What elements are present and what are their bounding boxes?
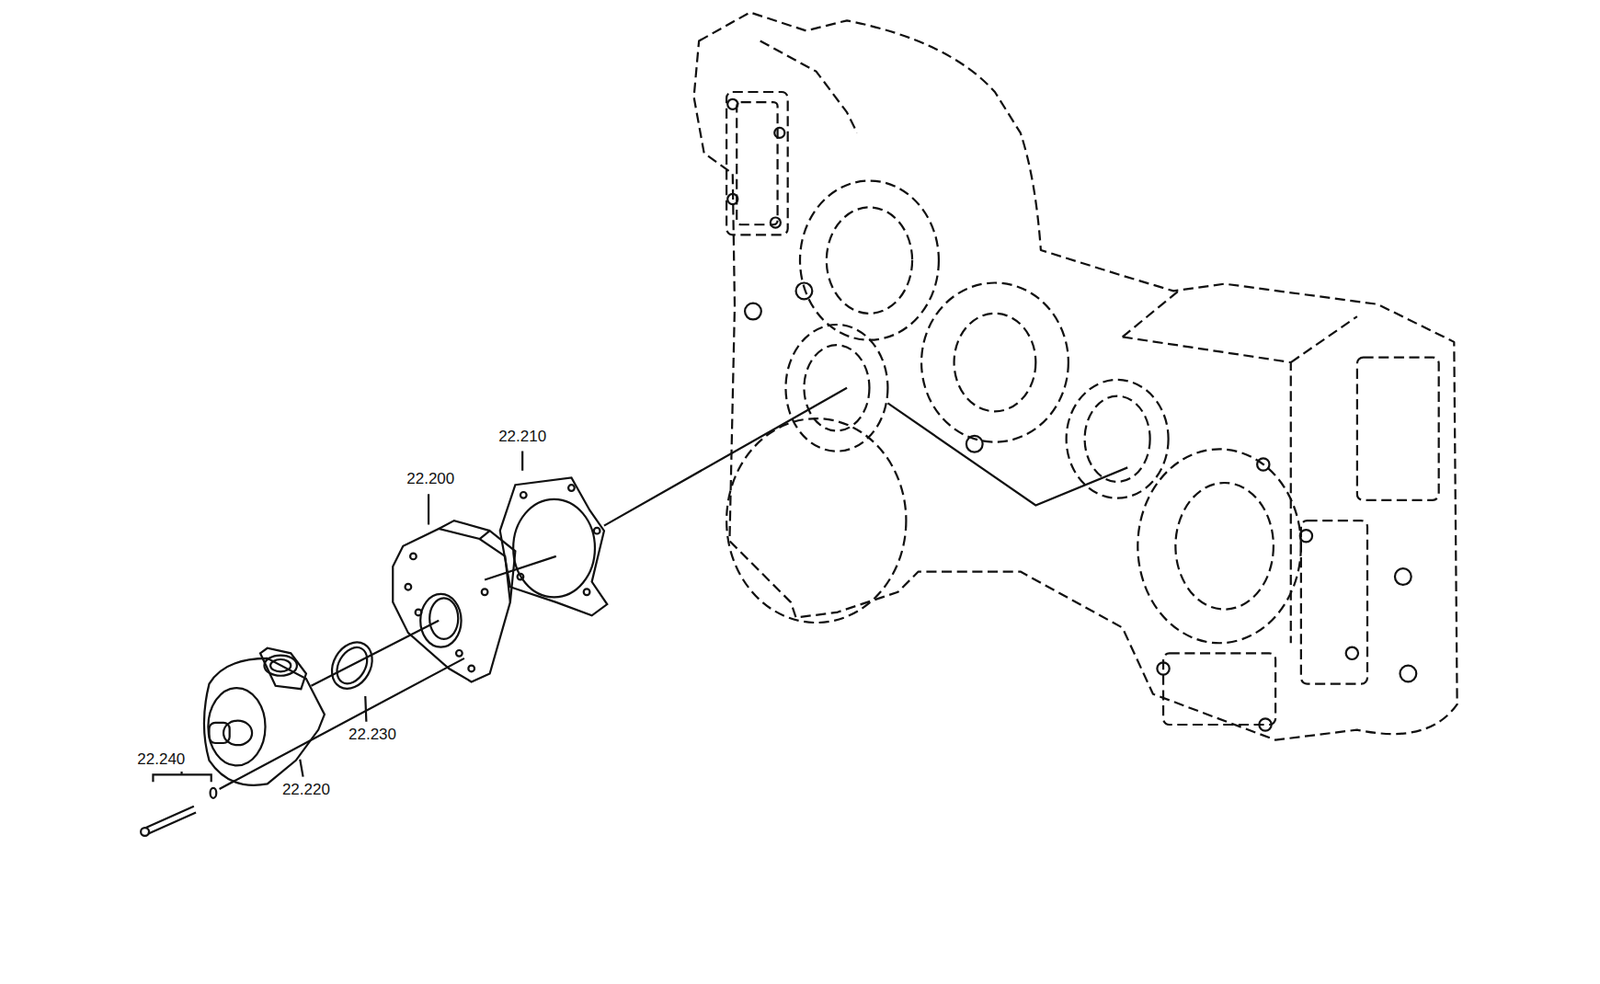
- housing-outline: [694, 11, 1458, 740]
- bolt: [146, 806, 196, 835]
- callout-number: 22.210: [496, 426, 549, 445]
- cover-plate: [1357, 357, 1440, 501]
- gasket: [500, 477, 608, 616]
- o-ring: [323, 635, 380, 697]
- pump-body: [204, 658, 325, 786]
- housing-edge: [760, 41, 1358, 644]
- callout-number: 22.200: [404, 469, 457, 488]
- callout-number: 22.220: [280, 779, 332, 798]
- cover-plate: [726, 91, 789, 235]
- cover-plate: [1301, 520, 1368, 685]
- cover-plate: [1163, 652, 1276, 725]
- cover-plate: [736, 102, 778, 225]
- callout-number: 22.230: [346, 724, 399, 743]
- flange-plate: [392, 528, 511, 682]
- callout-number: 22.240: [135, 749, 187, 767]
